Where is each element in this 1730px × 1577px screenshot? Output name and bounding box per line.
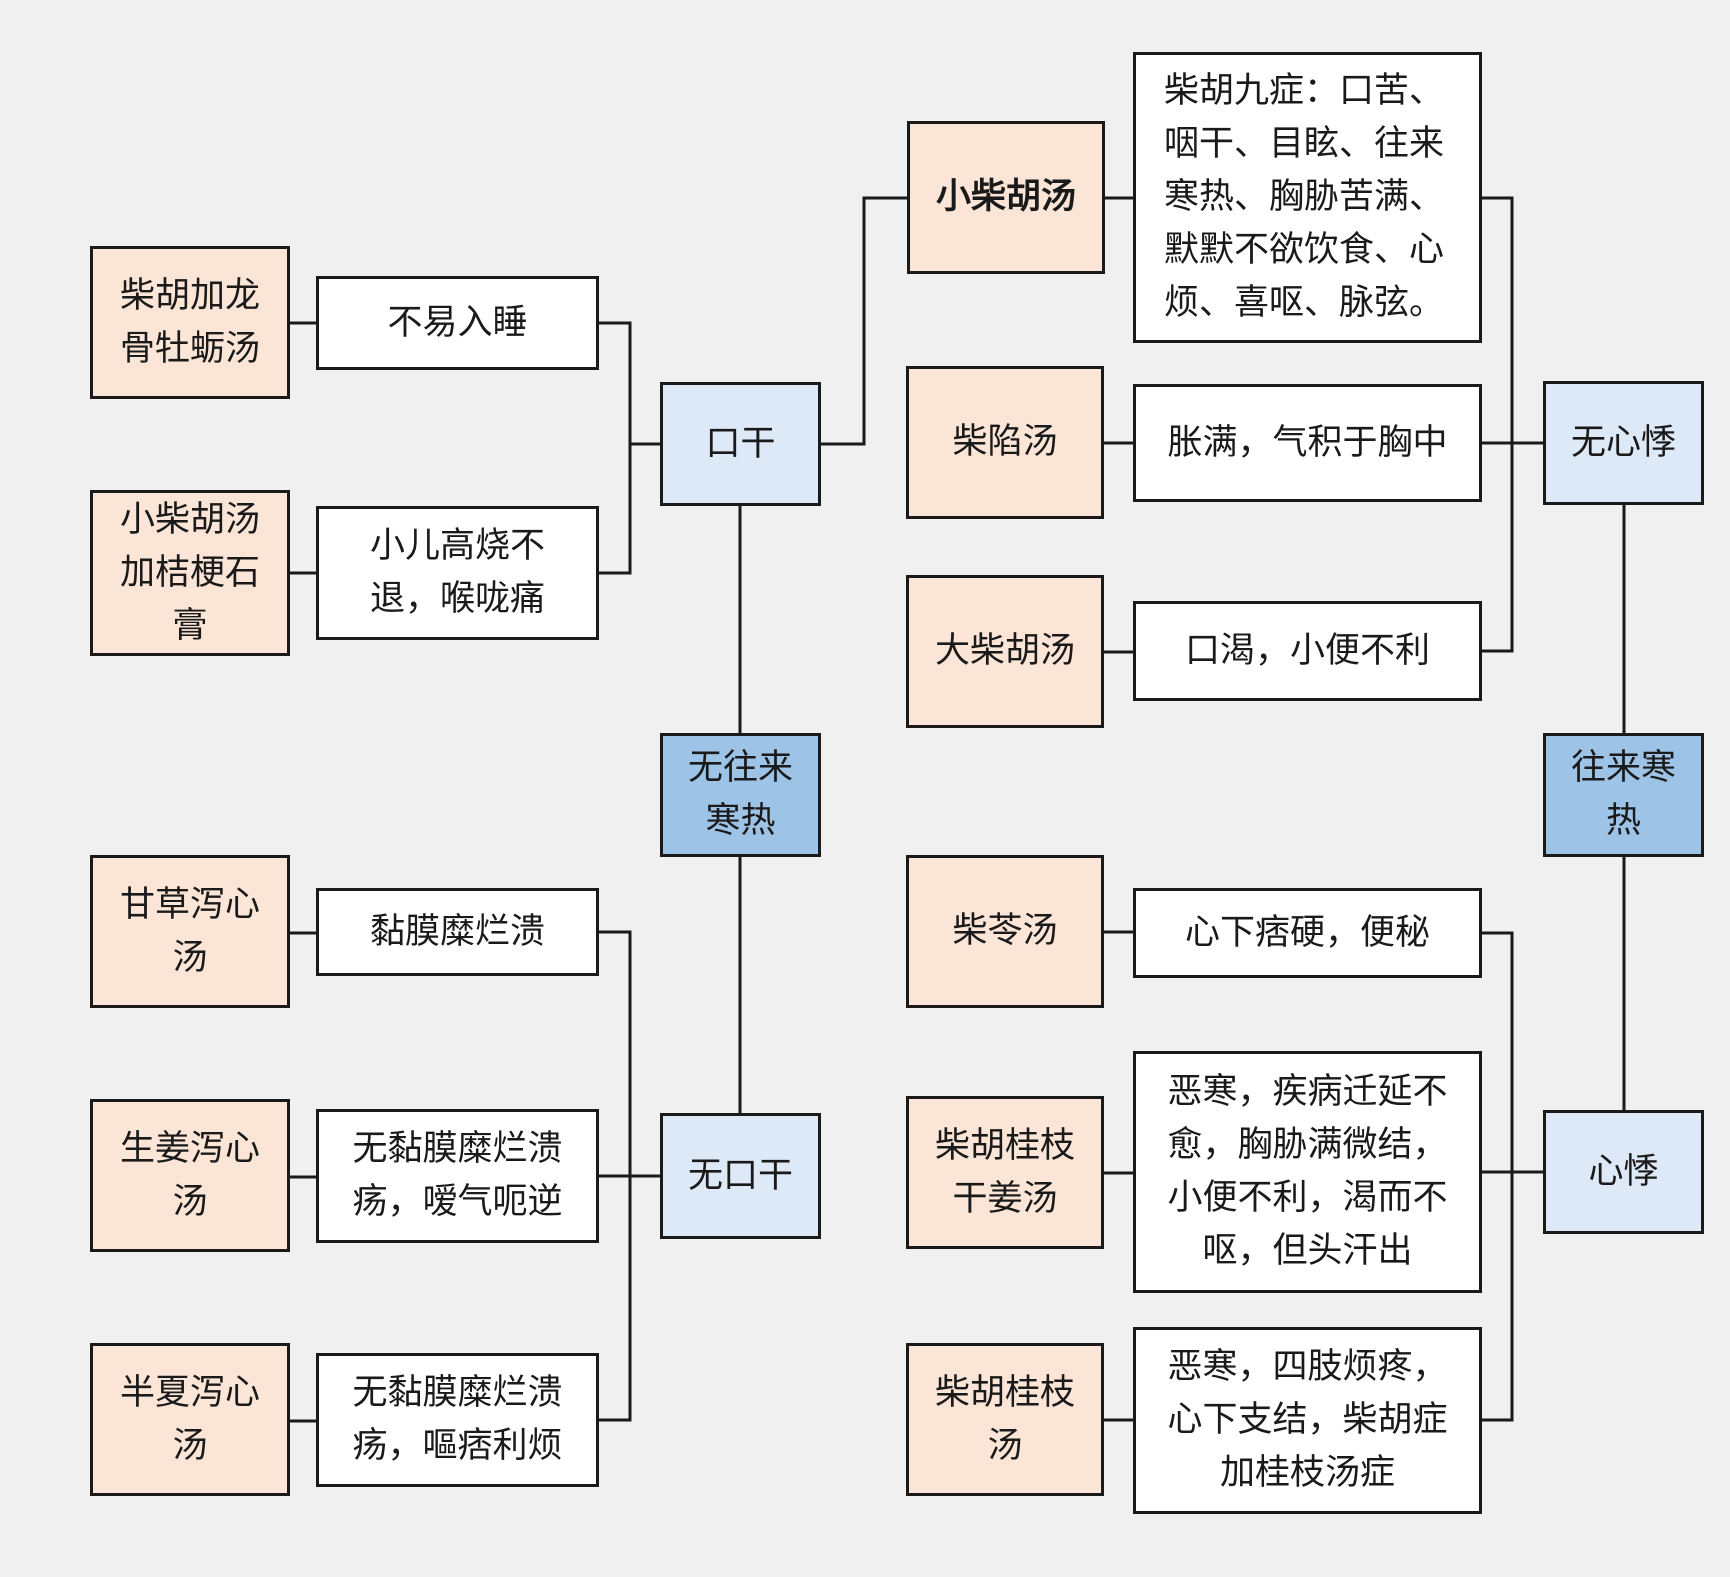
condition-label: 往来寒热 <box>1570 748 1676 841</box>
condition-label: 无口干 <box>687 1155 793 1196</box>
condition-label: 无往来寒热 <box>687 748 793 841</box>
root-wu-wanglai-hanre: 无往来寒热 <box>660 733 821 857</box>
formula-chaihu-guizhi-ganjiang: 柴胡桂枝干姜汤 <box>906 1096 1104 1249</box>
symptom-label: 心下痞硬，便秘 <box>1184 912 1430 953</box>
symptom-label: 无黏膜糜烂溃疡，嗳气呃逆 <box>352 1129 563 1222</box>
formula-label: 大柴胡汤 <box>934 631 1075 671</box>
symptom-kou-ke: 口渴，小便不利 <box>1133 601 1482 701</box>
formula-chailing: 柴苓汤 <box>906 855 1104 1008</box>
formula-chaihu-longgu-muli: 柴胡加龙骨牡蛎汤 <box>90 246 290 399</box>
formula-dachaihu: 大柴胡汤 <box>906 575 1104 728</box>
formula-chaixian: 柴陷汤 <box>906 366 1104 519</box>
symptom-chaihu-jiu-zheng: 柴胡九症：口苦、咽干、目眩、往来寒热、胸胁苦满、默默不欲饮食、心烦、喜呕、脉弦。 <box>1133 52 1482 343</box>
symptom-wu-nian-mo-ou-pi: 无黏膜糜烂溃疡，嘔痞利烦 <box>316 1353 599 1487</box>
condition-kou-gan: 口干 <box>660 382 821 506</box>
formula-label: 半夏泻心汤 <box>119 1372 260 1466</box>
condition-wu-xin-ji: 无心悸 <box>1543 381 1704 505</box>
symptom-nian-mo-mi-lan: 黏膜糜烂溃 <box>316 888 599 976</box>
symptom-xin-xia-pi-ying: 心下痞硬，便秘 <box>1133 888 1482 978</box>
formula-xiaochaihu: 小柴胡汤 <box>907 121 1105 274</box>
symptom-e-han-si-zhi: 恶寒，四肢烦疼，心下支结，柴胡症加桂枝汤症 <box>1133 1327 1482 1514</box>
symptom-label: 柴胡九症：口苦、咽干、目眩、往来寒热、胸胁苦满、默默不欲饮食、心烦、喜呕、脉弦。 <box>1164 71 1445 323</box>
formula-banxia-xiexin: 半夏泻心汤 <box>90 1343 290 1496</box>
symptom-label: 口渴，小便不利 <box>1184 630 1430 671</box>
symptom-e-han-ji-bing: 恶寒，疾病迁延不愈，胸胁满微结，小便不利，渴而不呕，但头汗出 <box>1133 1051 1482 1293</box>
condition-wu-kou-gan: 无口干 <box>660 1113 821 1239</box>
condition-label: 无心悸 <box>1570 422 1676 463</box>
formula-label: 柴胡加龙骨牡蛎汤 <box>119 275 260 369</box>
connector <box>1482 931 1514 1422</box>
formula-label: 柴胡桂枝汤 <box>934 1372 1075 1466</box>
formula-shengjiang-xiexin: 生姜泻心汤 <box>90 1099 290 1252</box>
symptom-label: 无黏膜糜烂溃疡，嘔痞利烦 <box>352 1373 563 1466</box>
formula-label: 柴胡桂枝干姜汤 <box>934 1125 1075 1219</box>
symptom-label: 胀满，气积于胸中 <box>1167 422 1448 463</box>
formula-label: 小柴胡汤加桔梗石膏 <box>119 499 260 646</box>
connector <box>599 321 632 575</box>
formula-label: 柴苓汤 <box>952 911 1058 951</box>
symptom-label: 恶寒，四肢烦疼，心下支结，柴胡症加桂枝汤症 <box>1167 1347 1448 1493</box>
formula-chaihu-guizhi: 柴胡桂枝汤 <box>906 1343 1104 1496</box>
symptom-label: 恶寒，疾病迁延不愈，胸胁满微结，小便不利，渴而不呕，但头汗出 <box>1167 1072 1448 1271</box>
formula-label: 甘草泻心汤 <box>119 884 260 978</box>
formula-label: 柴陷汤 <box>952 422 1058 462</box>
symptom-zhang-man: 胀满，气积于胸中 <box>1133 384 1482 502</box>
symptom-wu-nian-mo-ai-qi: 无黏膜糜烂溃疡，嗳气呃逆 <box>316 1109 599 1243</box>
symptom-label: 不易入睡 <box>387 302 528 343</box>
formula-gancao-xiexin: 甘草泻心汤 <box>90 855 290 1008</box>
formula-xiaochaihu-jiegeng-shigao: 小柴胡汤加桔梗石膏 <box>90 490 290 656</box>
formula-label: 生姜泻心汤 <box>119 1128 260 1222</box>
root-wanglai-hanre: 往来寒热 <box>1543 733 1704 857</box>
connector <box>1482 196 1514 653</box>
condition-label: 心悸 <box>1588 1151 1659 1192</box>
condition-label: 口干 <box>705 423 776 464</box>
symptom-label: 小儿高烧不退，喉咙痛 <box>369 526 545 619</box>
symptom-bu-yi-ru-shui: 不易入睡 <box>316 276 599 370</box>
symptom-label: 黏膜糜烂溃 <box>369 911 545 952</box>
symptom-xiao-er-gao-shao: 小儿高烧不退，喉咙痛 <box>316 506 599 640</box>
connector <box>821 196 907 446</box>
condition-xin-ji: 心悸 <box>1543 1110 1704 1234</box>
formula-label: 小柴胡汤 <box>935 177 1076 217</box>
